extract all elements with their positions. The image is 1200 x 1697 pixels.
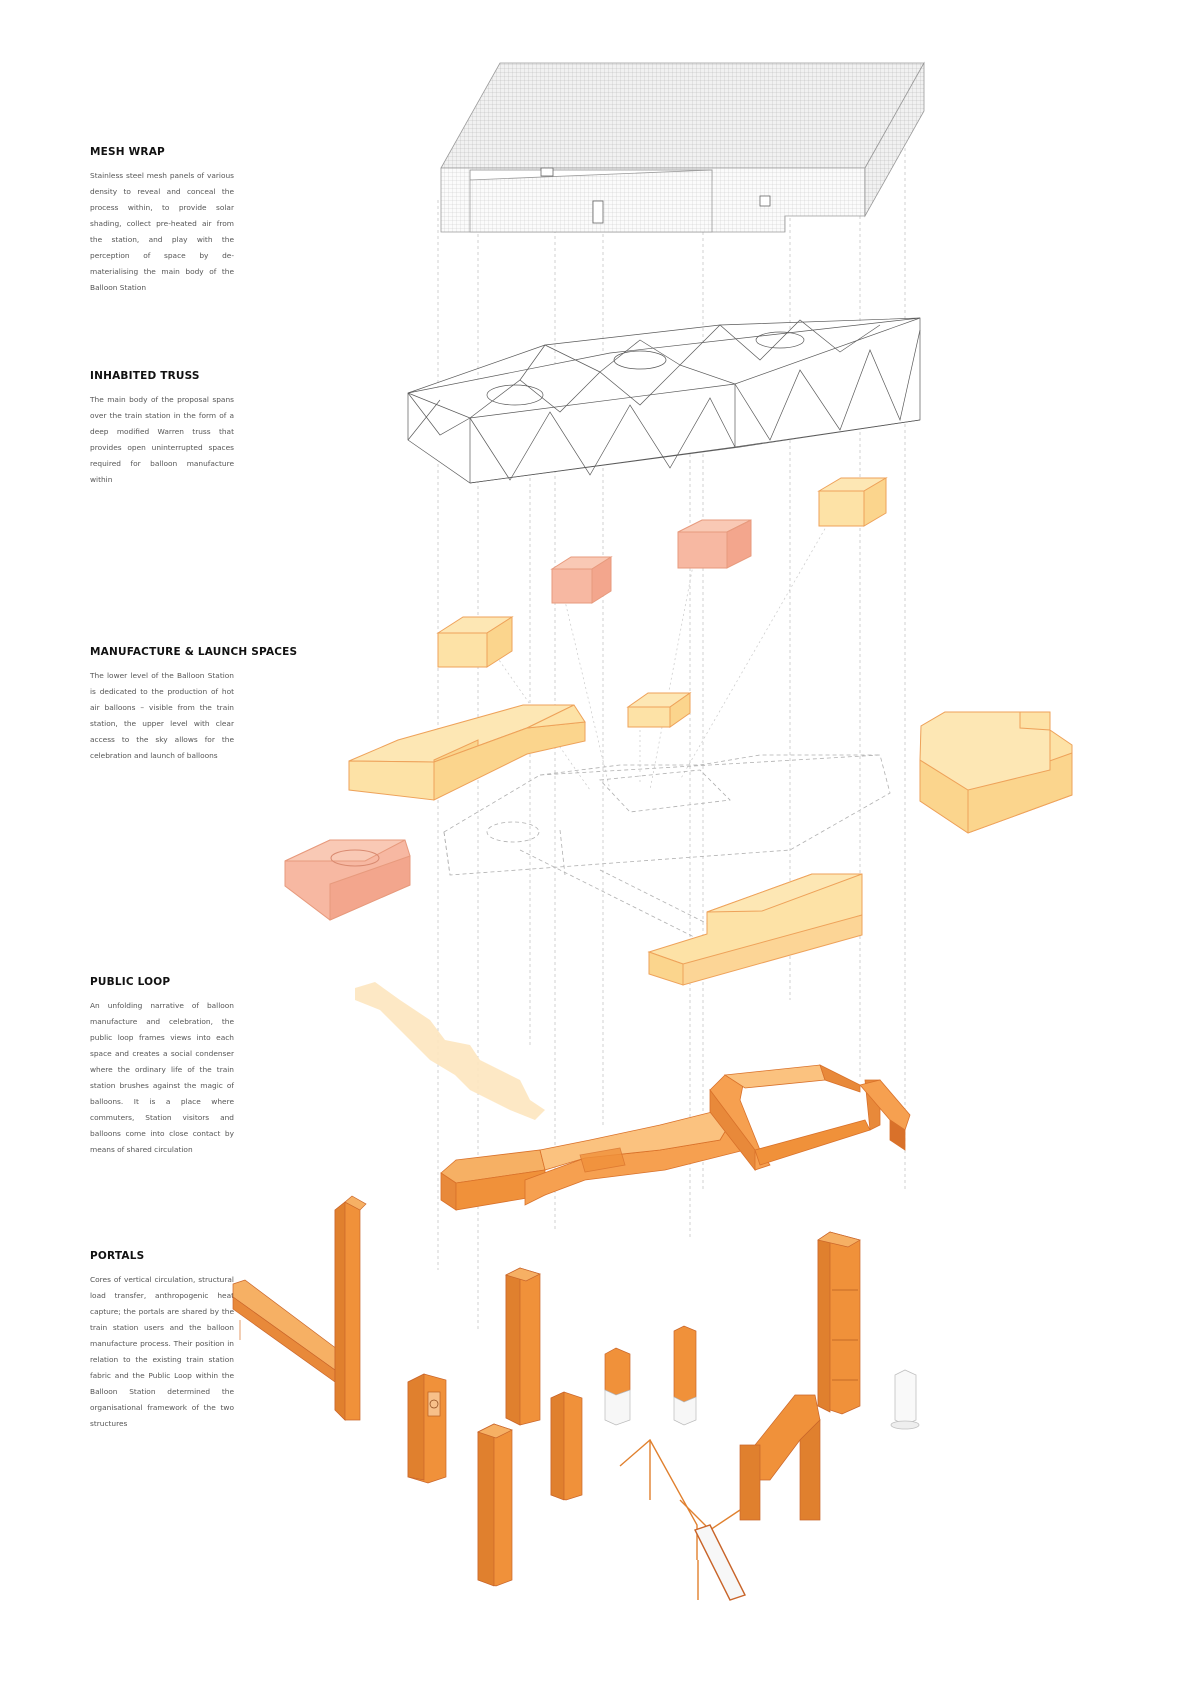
portal-l-shape — [232, 1195, 367, 1421]
portal-core-7 — [817, 1231, 861, 1415]
mesh-wrap-volume — [440, 61, 925, 233]
portal-core-2 — [407, 1373, 447, 1484]
portal-white-post — [890, 1369, 920, 1430]
section-portals: PORTALS Cores of vertical circulation, s… — [90, 1250, 234, 1432]
launch-volume-pink — [284, 839, 411, 921]
portal-core-1 — [505, 1267, 541, 1426]
section-title: PORTALS — [90, 1250, 145, 1262]
section-title: PUBLIC LOOP — [90, 976, 171, 988]
section-title: INHABITED TRUSS — [90, 370, 200, 382]
station-footprint-ghost — [443, 754, 891, 941]
manufacture-box-1 — [817, 477, 888, 527]
portal-bridge — [739, 1394, 821, 1521]
section-body: Stainless steel mesh panels of various d… — [90, 171, 234, 292]
portal-core-5 — [604, 1347, 631, 1426]
manufacture-box-pink-2 — [550, 556, 613, 604]
portal-ladder-frame — [619, 1438, 746, 1601]
portal-core-4 — [550, 1391, 583, 1501]
manufacture-volume-front — [647, 873, 863, 986]
manufacture-box-3 — [626, 692, 692, 728]
portal-core-3 — [477, 1423, 513, 1587]
public-loop-ramp — [355, 982, 545, 1120]
manufacture-box-2 — [436, 616, 514, 668]
section-body: An unfolding narrative of balloon manufa… — [90, 1001, 234, 1154]
section-body: The main body of the proposal spans over… — [90, 395, 234, 484]
manufacture-volume-right — [919, 711, 1073, 834]
portal-core-6 — [673, 1325, 697, 1426]
section-inhabited-truss: INHABITED TRUSS The main body of the pro… — [90, 370, 234, 488]
manufacture-box-pink-1 — [677, 519, 752, 569]
manufacture-volume-long — [348, 704, 586, 801]
section-title: MESH WRAP — [90, 146, 165, 158]
public-loop — [440, 1064, 911, 1211]
section-mesh-wrap: MESH WRAP Stainless steel mesh panels of… — [90, 146, 234, 296]
inhabited-truss — [407, 317, 921, 484]
section-body: Cores of vertical circulation, structura… — [90, 1275, 234, 1428]
section-public-loop: PUBLIC LOOP An unfolding narrative of ba… — [90, 976, 234, 1158]
section-body: The lower level of the Balloon Station i… — [90, 671, 234, 760]
